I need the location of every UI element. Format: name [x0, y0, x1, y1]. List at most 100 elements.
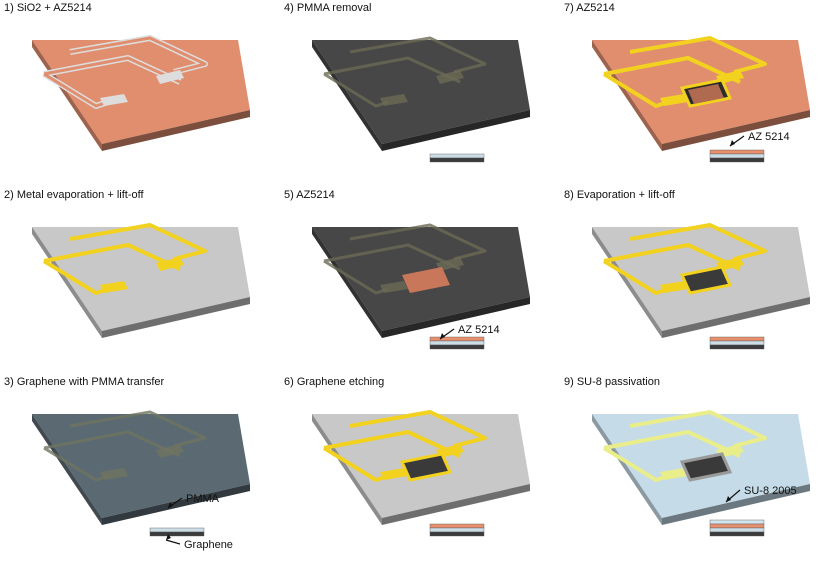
panel-step-8: 8) Evaporation + lift-off	[560, 187, 839, 374]
substrate-edge	[102, 297, 250, 338]
electrode-traces	[42, 35, 208, 109]
panel-title: 4) PMMA removal	[284, 2, 372, 14]
substrate-edge	[32, 414, 102, 525]
substrate-edge	[32, 40, 102, 151]
layer-stack-layer	[429, 153, 485, 159]
substrate-group	[312, 223, 530, 338]
panel-step-4: 4) PMMA removal	[280, 0, 560, 187]
electrode-lead-gap	[69, 36, 207, 74]
step-illustration	[312, 410, 530, 537]
electrode-pad	[156, 70, 184, 84]
graphene-channel	[679, 452, 733, 482]
substrate-group	[32, 223, 250, 338]
substrate-edge	[592, 227, 662, 338]
substrate-edge	[662, 110, 810, 151]
electrode-traces	[602, 36, 767, 108]
substrate-edge	[382, 297, 530, 338]
substrate-edge	[102, 484, 250, 525]
callout-arrow	[165, 539, 181, 545]
layer-stack-layer	[709, 519, 765, 525]
substrate-edge	[102, 110, 250, 151]
electrode-pad	[436, 257, 464, 271]
layer-stack-layer	[429, 340, 485, 346]
step-illustration	[312, 36, 530, 163]
electrode-traces	[323, 223, 487, 295]
substrate-edge	[382, 110, 530, 151]
electrode-pad	[100, 468, 128, 480]
panel-title: 2) Metal evaporation + lift-off	[4, 189, 144, 201]
panel-step-1: 1) SiO2 + AZ5214	[0, 0, 280, 187]
panel-step-5: 5) AZ5214 AZ 5214	[280, 187, 560, 374]
electrode-pad	[436, 70, 464, 84]
electrode-pad	[660, 281, 688, 293]
layer-stack-layer	[429, 344, 485, 350]
layer-stack-layer	[709, 336, 765, 342]
electrode-pad	[660, 468, 688, 480]
callout-label: AZ 5214	[458, 324, 500, 336]
electrode-lead	[629, 223, 767, 261]
panel-title: 5) AZ5214	[284, 189, 335, 201]
graphene-channel	[679, 265, 733, 295]
electrode-lead	[629, 410, 767, 448]
arrowhead-icon	[440, 333, 445, 339]
step-illustration	[32, 223, 250, 338]
layer-stack-layer	[429, 523, 485, 529]
electrode-pad	[380, 468, 408, 480]
step-illustration: AZ 5214	[592, 36, 810, 163]
substrate-edge	[382, 484, 530, 525]
layer-stack-layer	[709, 340, 765, 346]
substrate-edge	[312, 227, 382, 338]
layer-stack-layer	[429, 336, 485, 342]
electrode-traces	[322, 410, 487, 482]
arrowhead-icon	[730, 140, 735, 146]
step-illustration	[592, 223, 810, 350]
electrode-traces	[42, 223, 207, 295]
graphene-channel	[399, 452, 453, 482]
substrate-group	[592, 223, 810, 338]
panel-step-2: 2) Metal evaporation + lift-off	[0, 187, 280, 374]
electrode-lead	[69, 223, 207, 261]
callout-label: SU-8 2005	[744, 485, 797, 497]
arrowhead-icon	[726, 496, 731, 502]
electrode-pad	[100, 281, 128, 293]
substrate-group	[592, 36, 810, 151]
callout-label: Graphene	[184, 539, 233, 551]
layer-stack-layer	[709, 531, 765, 537]
substrate-edge	[312, 40, 382, 151]
electrode-lead	[349, 410, 487, 448]
electrode-pad	[380, 281, 408, 293]
panel-step-7: 7) AZ5214 AZ 5214	[560, 0, 839, 187]
electrode-pad	[380, 94, 408, 106]
substrate-edge	[662, 484, 810, 525]
layer-stack-layer	[429, 527, 485, 533]
callout-label: AZ 5214	[748, 131, 790, 143]
layer-stack-layer	[709, 153, 765, 159]
step-illustration: AZ 5214	[312, 223, 530, 350]
substrate-edge	[32, 227, 102, 338]
panel-title: 9) SU-8 passivation	[564, 376, 660, 388]
substrate-edge	[592, 40, 662, 151]
layer-stack-layer	[709, 149, 765, 155]
electrode-traces	[323, 36, 487, 108]
layer-stack-layer	[149, 531, 205, 537]
panel-step-6: 6) Graphene etching	[280, 374, 560, 561]
substrate-group	[312, 36, 530, 151]
layer-stack-layer	[429, 531, 485, 537]
arrowhead-icon	[168, 502, 173, 508]
substrate-edge	[592, 414, 662, 525]
electrode-pad	[660, 94, 688, 106]
panel-title: 1) SiO2 + AZ5214	[4, 2, 92, 14]
electrode-traces	[43, 410, 207, 482]
electrode-pad	[156, 444, 184, 458]
electrode-pad	[156, 257, 184, 271]
graphene-channel	[688, 84, 724, 104]
arrowhead-icon	[166, 534, 171, 540]
layer-stack-layer	[429, 157, 485, 163]
layer-stack-layer	[709, 527, 765, 533]
substrate-edge	[312, 414, 382, 525]
substrate-group	[32, 35, 250, 151]
layer-stack-layer	[709, 523, 765, 529]
layer-stack-layer	[709, 344, 765, 350]
